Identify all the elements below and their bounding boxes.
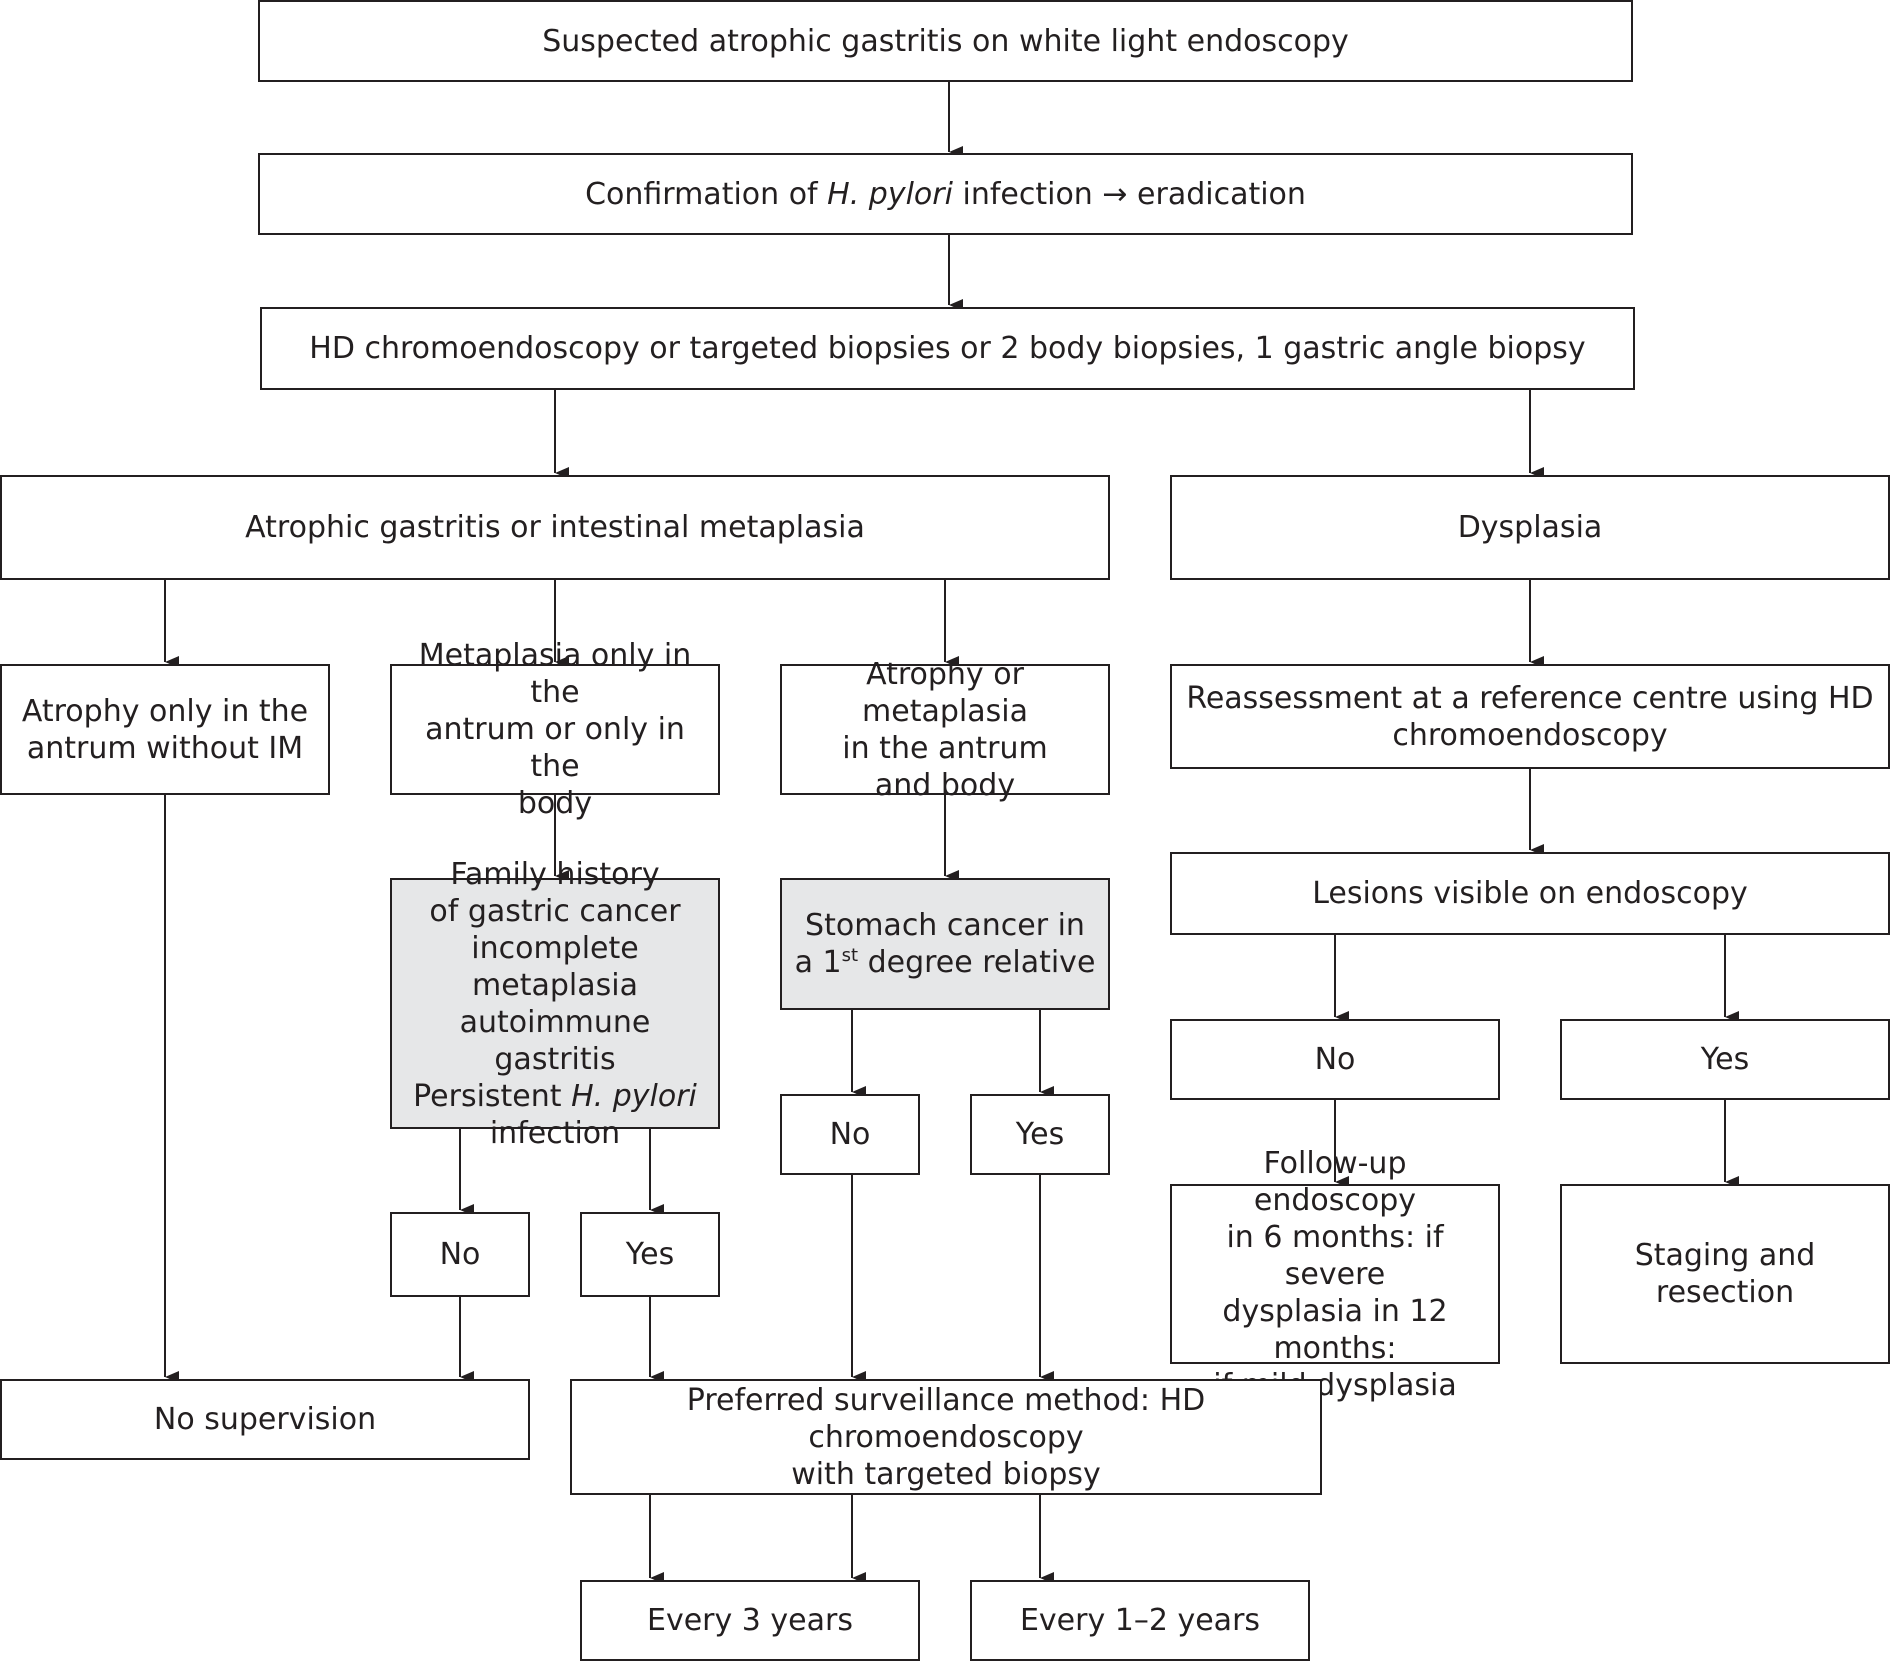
family-history-box: Family history of gastric cancer incompl… [390, 857, 720, 1151]
surveillance-method-box: Preferred surveillance method: HD chromo… [570, 1379, 1322, 1495]
stomach-no-text: No [829, 1117, 871, 1152]
lesions-visible-text: Lesions visible on endoscopy [1312, 876, 1748, 911]
suspected-atrophic-gastritis-box: Suspected atrophic gastritis on white li… [258, 0, 1633, 82]
lesions-yes-text: Yes [1700, 1042, 1750, 1077]
staging-resection-text: Staging and resection [1634, 1238, 1816, 1310]
metaplasia-only-box: Metaplasia only in the antrum or only in… [390, 638, 720, 821]
family-yes-text: Yes [625, 1237, 675, 1272]
follow-up-box: Follow-up endoscopy in 6 months: if seve… [1170, 1146, 1500, 1403]
biopsy-protocol-text: HD chromoendoscopy or targeted biopsies … [309, 331, 1586, 366]
family-no-box: No [390, 1212, 530, 1297]
stomach-no-box: No [780, 1094, 920, 1175]
every-3-years-text: Every 3 years [647, 1603, 853, 1638]
stomach-cancer-relative-box: Stomach cancer in a 1st degree relative [780, 878, 1110, 1010]
metaplasia-only-text: Metaplasia only in the antrum or only in… [418, 638, 692, 821]
atrophy-antrum-box: Atrophy only in the antrum without IM [0, 664, 330, 795]
lesions-yes-box: Yes [1560, 1019, 1890, 1100]
staging-resection-box: Staging and resection [1560, 1184, 1890, 1364]
reassessment-text: Reassessment at a reference centre using… [1186, 680, 1874, 753]
reassessment-box: Reassessment at a reference centre using… [1170, 664, 1890, 769]
atrophic-gastritis-box: Atrophic gastritis or intestinal metapla… [0, 475, 1110, 580]
atrophy-antrum-text: Atrophy only in the antrum without IM [21, 693, 309, 766]
lesions-no-box: No [1170, 1019, 1500, 1100]
follow-up-text: Follow-up endoscopy in 6 months: if seve… [1213, 1145, 1457, 1403]
surveillance-method-text: Preferred surveillance method: HD chromo… [686, 1382, 1206, 1492]
family-no-text: No [439, 1237, 481, 1272]
stomach-yes-text: Yes [1015, 1117, 1065, 1152]
lesions-visible-box: Lesions visible on endoscopy [1170, 852, 1890, 935]
stomach-cancer-relative-text: Stomach cancer in a 1st degree relative [794, 908, 1096, 980]
every-1-2-years-text: Every 1–2 years [1019, 1603, 1261, 1638]
suspected-atrophic-gastritis-text: Suspected atrophic gastritis on white li… [542, 23, 1349, 59]
hp-confirmation-box: Confirmation of H. pylori infection → er… [258, 153, 1633, 235]
atrophic-gastritis-text: Atrophic gastritis or intestinal metapla… [245, 510, 865, 545]
stomach-yes-box: Yes [970, 1094, 1110, 1175]
biopsy-protocol-box: HD chromoendoscopy or targeted biopsies … [260, 307, 1635, 390]
family-history-text: Family history of gastric cancer incompl… [413, 856, 697, 1151]
family-yes-box: Yes [580, 1212, 720, 1297]
atrophy-antrum-body-box: Atrophy or metaplasia in the antrum and … [780, 657, 1110, 803]
hp-confirmation-text: Confirmation of H. pylori infection → er… [585, 176, 1306, 212]
dysplasia-text: Dysplasia [1457, 510, 1603, 545]
atrophy-antrum-body-text: Atrophy or metaplasia in the antrum and … [842, 656, 1048, 803]
every-3-years-box: Every 3 years [580, 1580, 920, 1661]
no-supervision-text: No supervision [153, 1402, 377, 1437]
no-supervision-box: No supervision [0, 1379, 530, 1460]
lesions-no-text: No [1314, 1042, 1356, 1077]
dysplasia-box: Dysplasia [1170, 475, 1890, 580]
every-1-2-years-box: Every 1–2 years [970, 1580, 1310, 1661]
